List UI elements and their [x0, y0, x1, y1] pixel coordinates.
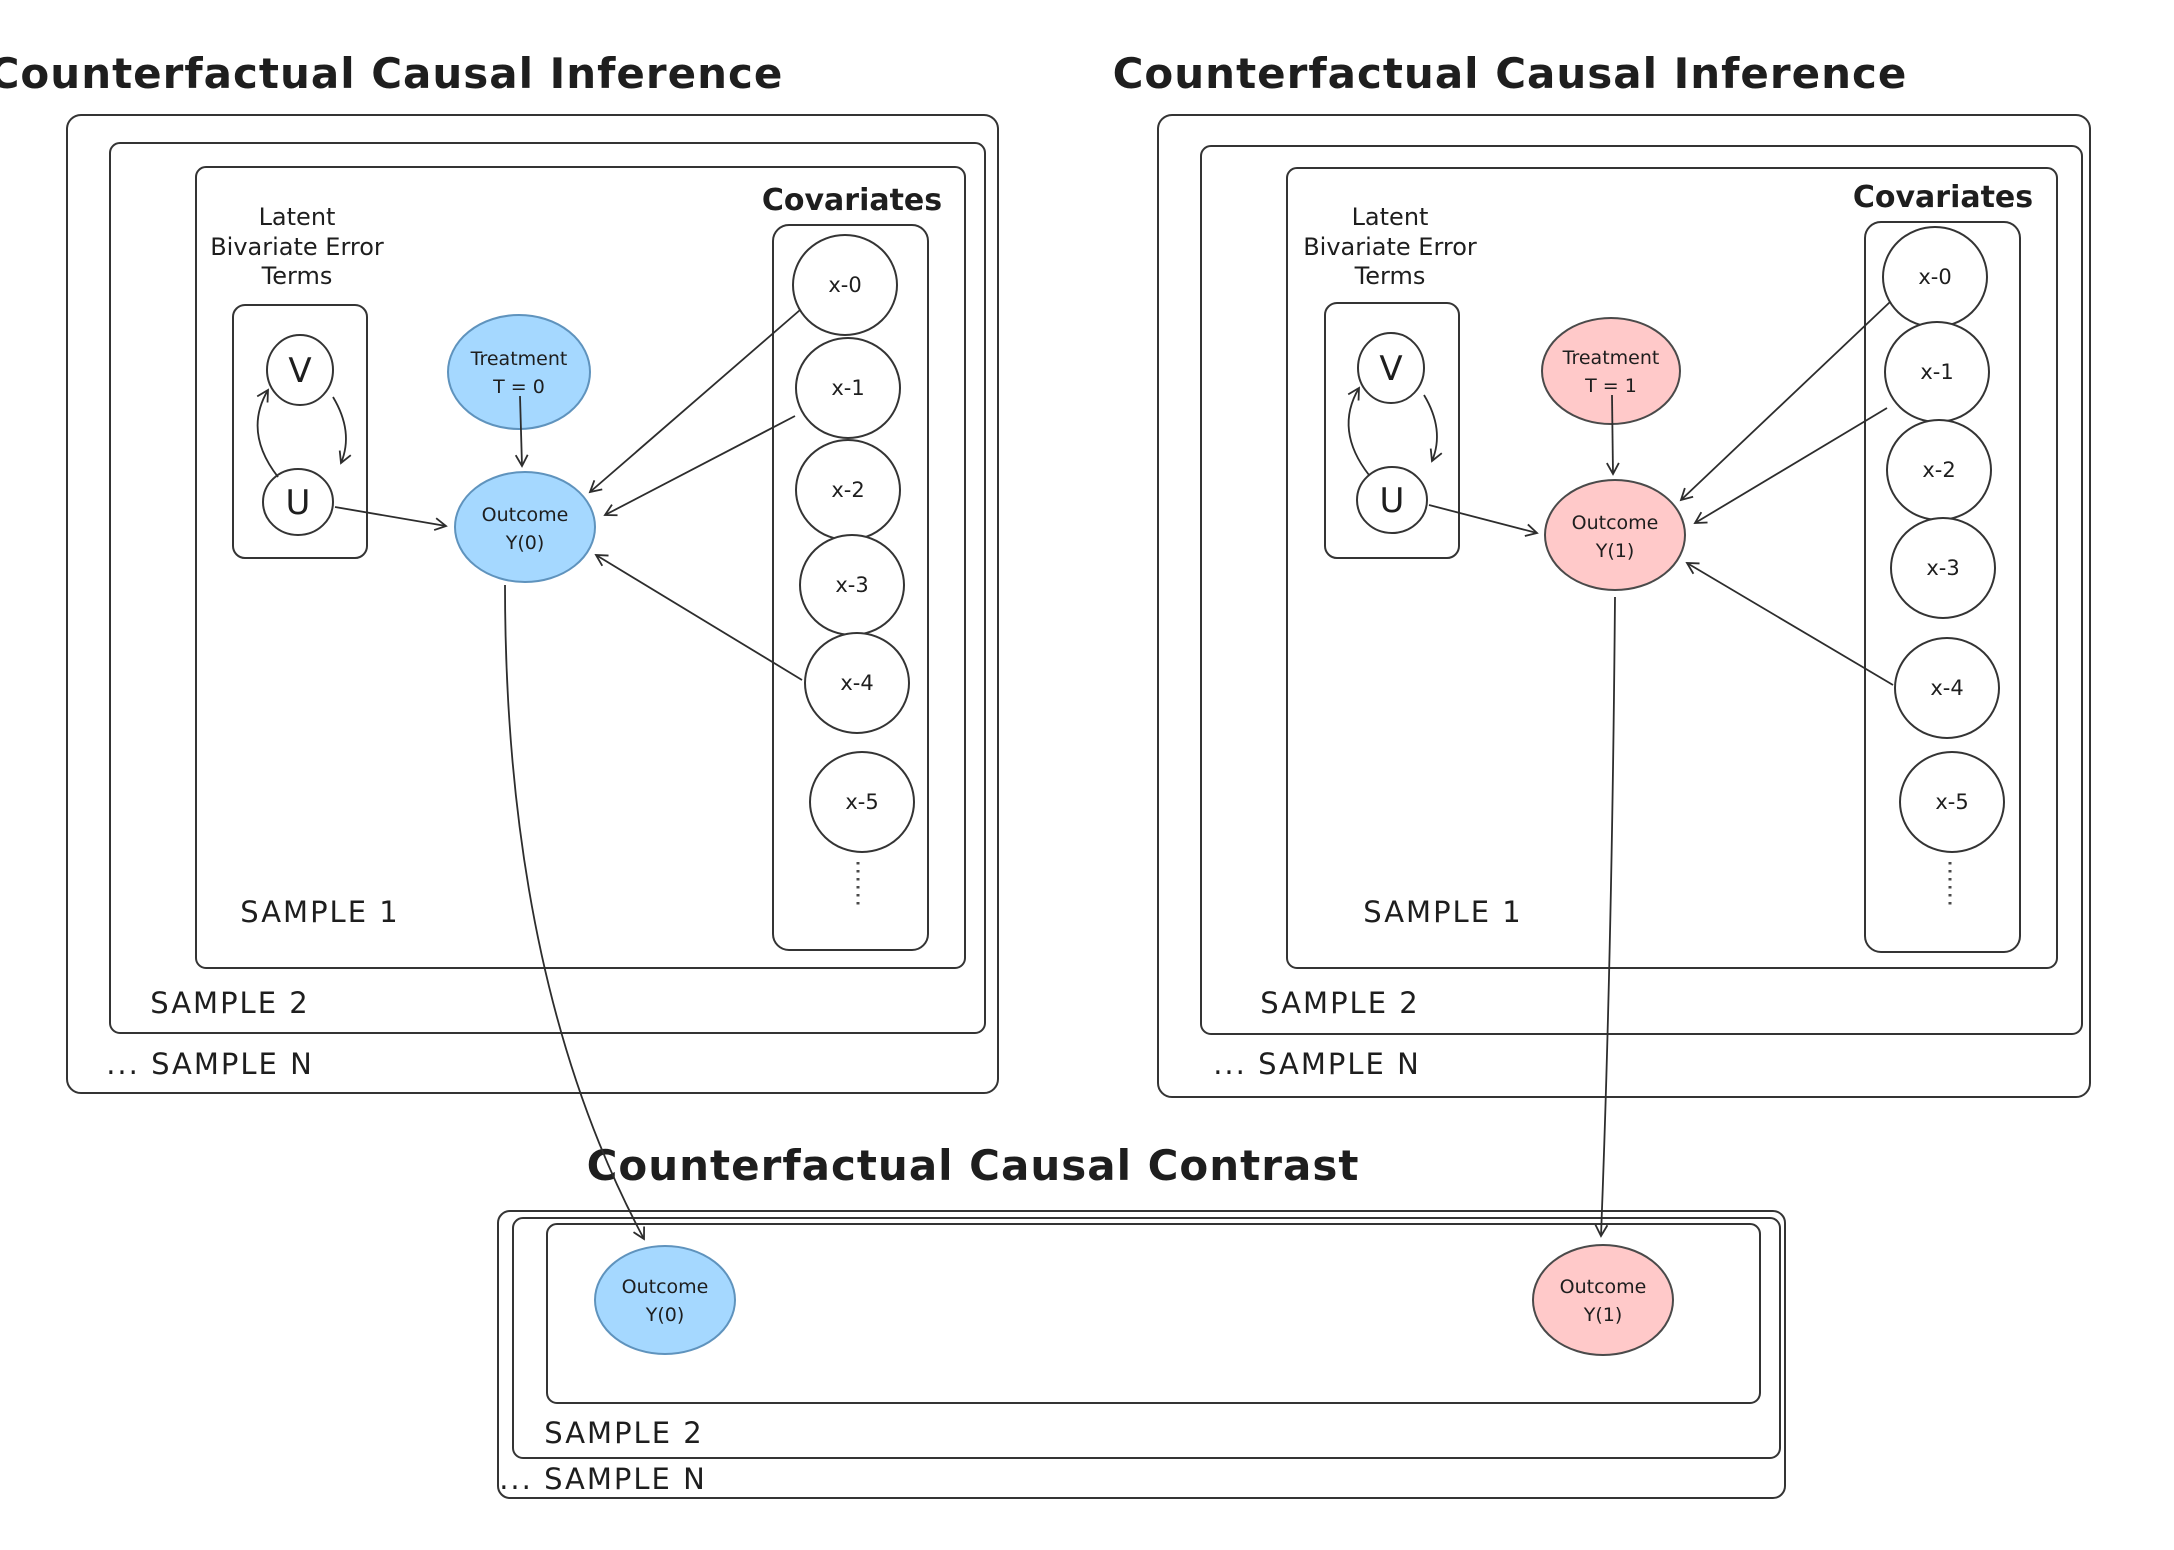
panel-counterfactual-contrast: Counterfactual Causal Contrast Outcome Y…: [497, 584, 1786, 1499]
edge-x1-to-outcome: [1693, 407, 1888, 524]
edge-x0-to-outcome: [1679, 301, 1891, 502]
panel-title: Counterfactual Causal Inference: [0, 49, 783, 98]
contrast-outcome-y0-line1: Outcome: [622, 1276, 709, 1298]
covariate-label-x5: x-5: [845, 790, 878, 814]
covariates-box: [772, 224, 929, 951]
covariates-label: Covariates: [762, 183, 942, 218]
edge-u-to-outcome: [1428, 504, 1539, 537]
edge-x0-to-outcome: [588, 309, 801, 494]
covariate-node-x4: [804, 632, 910, 734]
covariate-label-x0: x-0: [828, 273, 861, 297]
sample-1-label: SAMPLE 1: [1363, 895, 1522, 929]
outcome-label-line2: Y(1): [1595, 540, 1635, 562]
covariate-node-x5: [1899, 751, 2005, 853]
edge-u-to-v: [256, 388, 279, 478]
edge-treatment-to-outcome: [1606, 394, 1620, 476]
treatment-label-line2: T = 1: [1584, 375, 1637, 397]
node-v: [1357, 332, 1425, 404]
edge-x4-to-outcome: [1685, 562, 1894, 686]
node-u-label: U: [286, 483, 311, 523]
outcome-label-line2: Y(0): [505, 532, 545, 554]
edge-v-to-u: [1423, 394, 1443, 463]
sample-n-label: ... SAMPLE N: [1213, 1047, 1421, 1081]
outcome-node: [1544, 479, 1686, 591]
sample-2-label: SAMPLE 2: [1260, 986, 1419, 1020]
covariate-node-x1: [795, 337, 901, 439]
edge-outcome0-to-contrast: [504, 584, 645, 1241]
treatment-label-line2: T = 0: [492, 376, 545, 398]
covariate-label-x4: x-4: [840, 671, 873, 695]
contrast-outcome-y1-node: [1532, 1244, 1674, 1356]
contrast-outcome-y0-line2: Y(0): [645, 1304, 685, 1326]
latent-label-line3: Terms: [261, 262, 333, 290]
outcome-label-line1: Outcome: [482, 504, 569, 526]
latent-label-line2: Bivariate Error: [1303, 233, 1477, 261]
sample-2-box: [109, 142, 986, 1034]
treatment-label-line1: Treatment: [470, 348, 568, 370]
sample-1-box: [546, 1223, 1761, 1404]
covariate-label-x5: x-5: [1935, 790, 1968, 814]
panel-title: Counterfactual Causal Inference: [1113, 49, 1908, 98]
edge-outcome1-to-contrast: [1594, 596, 1616, 1238]
covariates-label: Covariates: [1853, 180, 2033, 215]
error-terms-box: [1324, 302, 1460, 559]
treatment-node: [1541, 317, 1681, 425]
latent-label-line2: Bivariate Error: [210, 233, 384, 261]
outcome-label-line1: Outcome: [1572, 512, 1659, 534]
latent-label-line3: Terms: [1354, 262, 1426, 290]
sample-2-label: SAMPLE 2: [544, 1416, 703, 1450]
edge-x4-to-outcome: [594, 554, 803, 681]
sample-1-label: SAMPLE 1: [240, 895, 399, 929]
node-u: [1356, 466, 1428, 534]
sample-n-label: ... SAMPLE N: [106, 1047, 314, 1081]
node-v-label: V: [288, 351, 311, 391]
edge-v-to-u: [332, 396, 352, 465]
treatment-label-line1: Treatment: [1562, 347, 1660, 369]
covariates-box: [1864, 221, 2021, 953]
covariate-label-x3: x-3: [1926, 556, 1959, 580]
covariate-label-x2: x-2: [831, 478, 864, 502]
sample-n-label: ... SAMPLE N: [499, 1462, 707, 1496]
error-terms-box: [232, 304, 368, 559]
edge-u-to-v: [1347, 386, 1370, 476]
edge-treatment-to-outcome: [514, 395, 529, 468]
contrast-title: Counterfactual Causal Contrast: [587, 1141, 1360, 1190]
node-v-label: V: [1379, 349, 1402, 389]
covariate-node-x0: [792, 234, 898, 336]
latent-label-line1: Latent: [259, 203, 336, 231]
contrast-outcome-y0-node: [594, 1245, 736, 1355]
sample-n-box: [66, 114, 999, 1094]
contrast-outcome-y1-line2: Y(1): [1583, 1304, 1623, 1326]
covariate-label-x0: x-0: [1918, 265, 1951, 289]
node-u-label: U: [1380, 481, 1405, 521]
latent-label-line1: Latent: [1352, 203, 1429, 231]
covariate-label-x4: x-4: [1930, 676, 1963, 700]
panel-counterfactual-t0: Counterfactual Causal Inference Latent B…: [0, 49, 999, 1094]
covariate-label-x2: x-2: [1922, 458, 1955, 482]
sample-1-box: [195, 166, 966, 969]
covariate-label-x1: x-1: [1920, 360, 1953, 384]
contrast-outcome-y1-line1: Outcome: [1560, 1276, 1647, 1298]
covariate-node-x3: [1890, 517, 1996, 619]
sample-2-box: [1200, 145, 2083, 1035]
sample-n-box: [497, 1210, 1786, 1499]
outcome-node: [454, 471, 596, 583]
sample-2-box: [512, 1217, 1781, 1459]
edge-x1-to-outcome: [603, 415, 796, 517]
covariate-label-x3: x-3: [835, 573, 868, 597]
sample-2-label: SAMPLE 2: [150, 986, 309, 1020]
panel-counterfactual-t1: Counterfactual Causal Inference Latent B…: [1113, 49, 2091, 1098]
covariate-label-x1: x-1: [831, 376, 864, 400]
node-u: [262, 468, 334, 536]
sample-n-box: [1157, 114, 2091, 1098]
sample-1-box: [1286, 167, 2058, 969]
covariate-node-x5: [809, 751, 915, 853]
edge-u-to-outcome: [334, 506, 448, 531]
treatment-node: [447, 314, 591, 430]
node-v: [266, 334, 334, 406]
covariate-node-x4: [1894, 637, 2000, 739]
